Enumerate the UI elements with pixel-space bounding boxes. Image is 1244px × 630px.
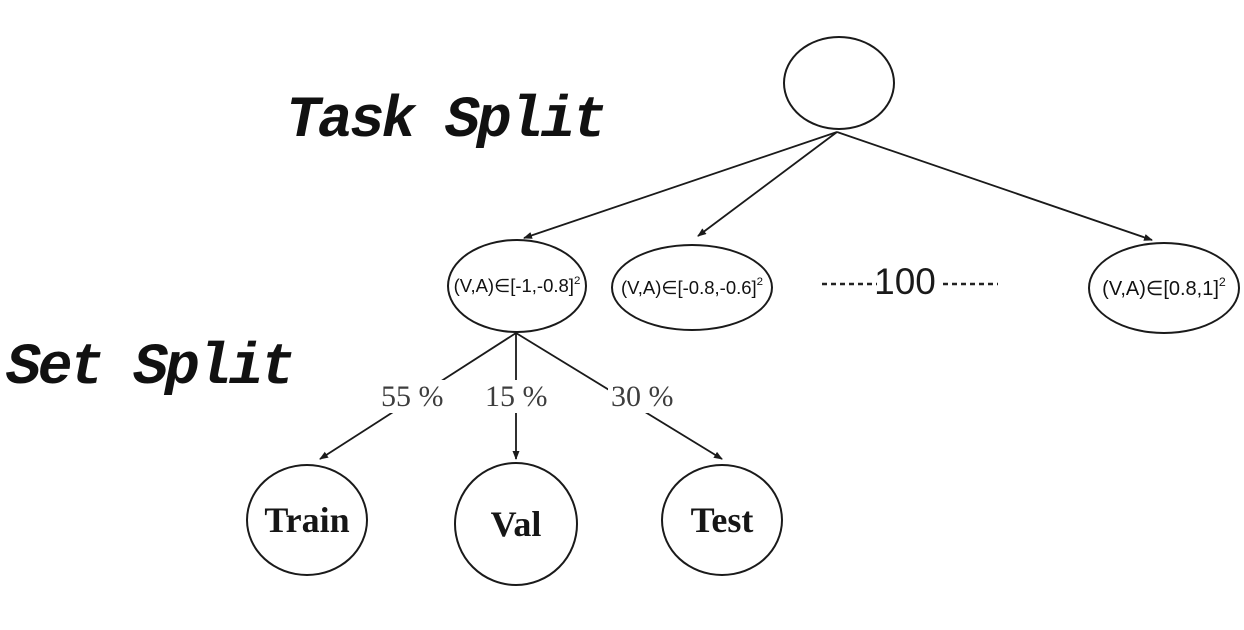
edge-root-to-task2 [697, 131, 838, 237]
set-node-label: Val [490, 504, 542, 544]
edge-label-val-percent: 15 % [482, 380, 551, 413]
edge-label-test-percent: 30 % [608, 380, 677, 413]
root-node [783, 36, 895, 130]
task-node-range-1: (V,A)∈[-1,-0.8]2 [447, 239, 587, 333]
task-node-range-2: (V,A)∈[-0.8,-0.6]2 [611, 244, 773, 331]
set-node-label: Train [264, 500, 350, 540]
task-split-heading: Task Split [286, 89, 607, 154]
edge-root-to-task3 [836, 131, 1153, 241]
task-node-label: (V,A)∈[0.8,1]2 [1102, 274, 1226, 300]
set-node-train: Train [246, 464, 368, 576]
task-node-label: (V,A)∈[-1,-0.8]2 [453, 274, 581, 296]
set-split-heading: Set Split [6, 336, 295, 401]
edge-root-to-task1 [523, 131, 838, 239]
task-node-label: (V,A)∈[-0.8,-0.6]2 [620, 276, 764, 298]
task-node-range-3: (V,A)∈[0.8,1]2 [1088, 242, 1240, 334]
task-count-label: 100 [874, 261, 936, 302]
set-node-test: Test [661, 464, 783, 576]
set-node-val: Val [454, 462, 578, 586]
set-node-label: Test [690, 500, 754, 540]
edge-label-train-percent: 55 % [378, 380, 447, 413]
